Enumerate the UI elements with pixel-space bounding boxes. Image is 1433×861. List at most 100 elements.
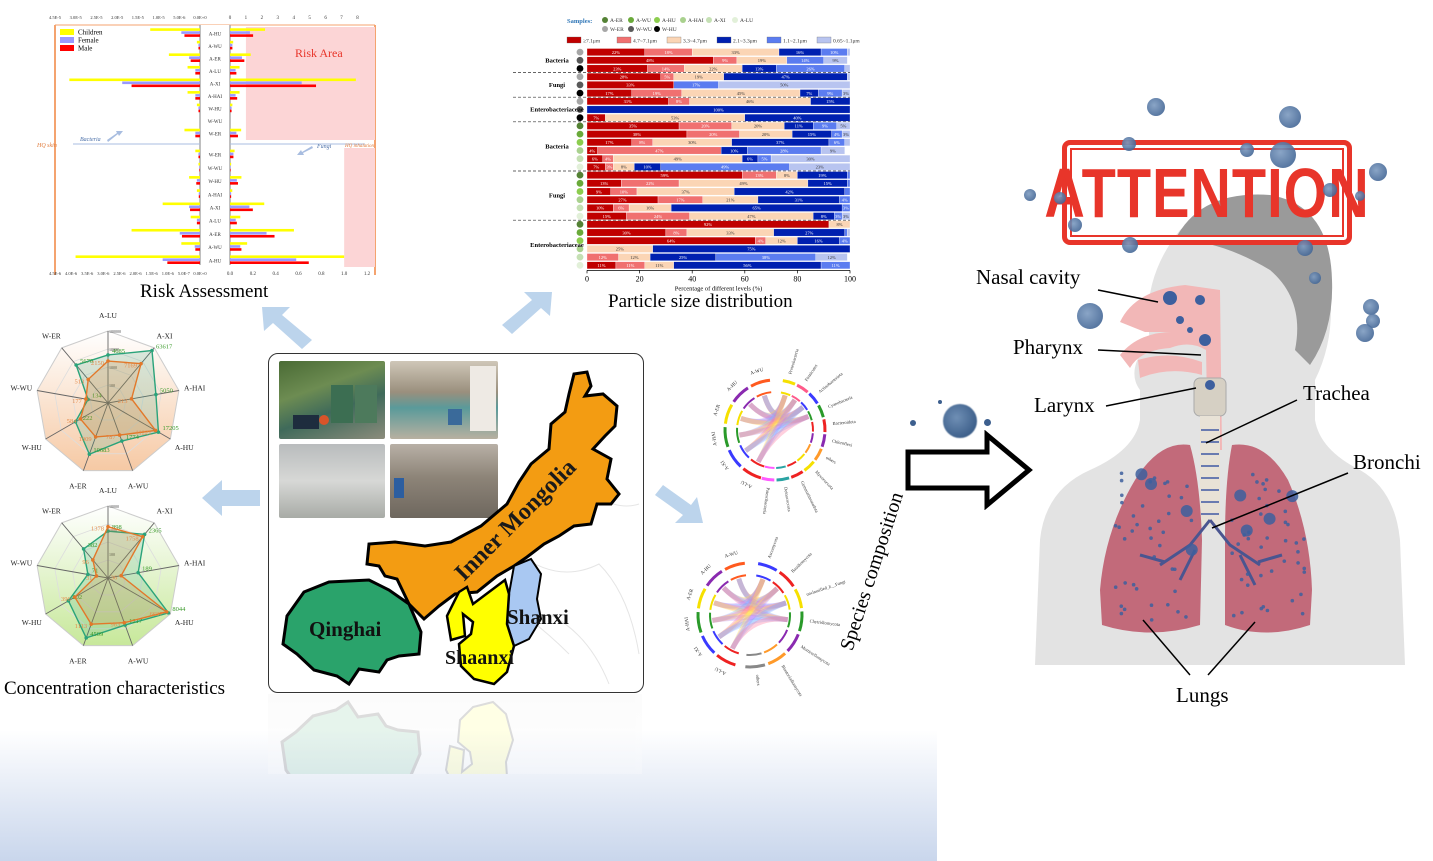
- airborne-particle-icon: [1297, 240, 1313, 256]
- radar-point: [142, 532, 147, 537]
- bar-inhalation-female: [230, 231, 267, 235]
- label-bronchi: Bronchi: [1353, 450, 1421, 474]
- chord-taxon-label: unclassified_k__Fungi: [806, 579, 847, 597]
- radar-axis-label: A-LU: [99, 486, 117, 495]
- segment-label: 35%: [629, 124, 638, 129]
- sample-legend-label: A-XI: [714, 18, 726, 24]
- chord-taxon-inner-arc: [764, 465, 775, 469]
- shanxi-region: [505, 557, 543, 648]
- tick-label: 5: [308, 16, 311, 21]
- airborne-particle-icon: [1363, 299, 1379, 315]
- chord-ribbon: [712, 600, 787, 623]
- bar-inhalation-male: [230, 97, 238, 100]
- bar-skin-children: [196, 40, 200, 44]
- segment-label: 12%: [599, 255, 608, 260]
- bacteria-label: Bacteria: [80, 137, 101, 143]
- bar-skin-male: [190, 59, 200, 62]
- chord-sample-arc: [701, 635, 716, 654]
- chord-ribbon: [730, 586, 779, 650]
- radar-chart-top: A-LUA-XIA-HAIA-HUA-WUA-ERW-HUW-WUW-ER100…: [11, 311, 206, 491]
- tick-label: 2: [261, 16, 264, 21]
- size-legend-label: 4.7~7.1μm: [633, 39, 658, 45]
- bar-skin-children: [187, 91, 200, 94]
- sample-dot: [576, 73, 584, 81]
- bar-inhalation-female: [230, 68, 236, 72]
- bar-skin-female: [162, 258, 200, 261]
- lung-particle: [1236, 542, 1240, 546]
- radar-chart-bottom: A-LUA-XIA-HAIA-HUA-WUA-ERW-HUW-WUW-ER100…: [11, 486, 206, 666]
- tick-label: 4: [292, 16, 295, 21]
- lung-particle: [1117, 525, 1121, 529]
- bar-skin-children: [131, 228, 200, 232]
- size-legend-label: 1.1~2.1μm: [783, 39, 808, 45]
- radar-value-label: 6637: [150, 611, 164, 618]
- chord-ribbon: [761, 394, 810, 423]
- radar-value-label: 134: [92, 392, 103, 399]
- lung-particle: [1161, 530, 1166, 535]
- stacked-bar-segment: [839, 236, 851, 245]
- radar-value-label: 2150: [91, 360, 104, 367]
- radar-axis-label: A-XI: [157, 332, 173, 341]
- chord-sample-arc: [696, 611, 703, 634]
- tick-label: 1.0E-6: [162, 271, 175, 276]
- sample-dot: [576, 130, 584, 138]
- segment-label: 3%: [843, 206, 849, 211]
- radar-axis-label: A-HU: [175, 443, 194, 452]
- stacked-bar-segment: [847, 228, 851, 237]
- chord-sample-inner-arc: [736, 427, 741, 444]
- tick-label: 2.5E-5: [90, 15, 103, 20]
- radar-value-label: 963: [111, 622, 121, 629]
- bar-skin-female: [194, 245, 200, 248]
- chord-taxon-arc: [798, 611, 804, 632]
- lung-particle: [1170, 567, 1175, 571]
- chord-sample-label: A-XI: [694, 645, 704, 657]
- map-reflection: [268, 694, 642, 774]
- sample-dot: [576, 220, 584, 228]
- fungi-arrow-icon: [297, 146, 313, 155]
- radar-point: [153, 428, 158, 433]
- segment-label: 5%: [664, 75, 670, 80]
- segment-label: 12%: [630, 255, 639, 260]
- legend-label: Children: [78, 29, 103, 37]
- size-legend-label: 2.1~3.3μm: [733, 39, 758, 45]
- bar-skin-children: [69, 78, 200, 82]
- lung-particle: [1135, 522, 1139, 527]
- lung-particle: [1299, 592, 1303, 597]
- group-label: Fungi: [549, 82, 565, 89]
- chord-ribbon: [744, 394, 788, 453]
- tick-label: 3.0E-5: [70, 15, 83, 20]
- chord-sample-inner-arc: [724, 645, 740, 655]
- bar-skin-male: [184, 34, 200, 37]
- sample-legend-label: W-WU: [636, 27, 652, 33]
- size-legend-swatch: [766, 36, 782, 44]
- radar-value-label: 36: [111, 575, 118, 582]
- lung-particle: [1251, 472, 1255, 477]
- chord-taxon-inner-arc: [776, 465, 786, 469]
- segment-label: 20%: [754, 124, 763, 129]
- radar-spoke: [107, 402, 134, 471]
- particle-icon: [938, 400, 942, 404]
- sample-legend-dot: [680, 17, 686, 23]
- size-legend-swatch: [616, 36, 632, 44]
- segment-label: 19%: [758, 58, 767, 63]
- category-column: [200, 25, 230, 275]
- bar-inhalation-male: [230, 221, 237, 225]
- bar-inhalation-male: [230, 109, 232, 113]
- bar-inhalation-children: [230, 255, 345, 258]
- bar-inhalation-male: [230, 59, 245, 62]
- sample-dot: [576, 237, 584, 245]
- lung-particle: [1230, 551, 1234, 556]
- bar-skin-male: [199, 168, 200, 172]
- sample-legend-label: W-ER: [610, 27, 624, 33]
- bar-inhalation-male: [230, 234, 275, 238]
- stacked-bar-segment: [847, 179, 851, 188]
- airway-particle: [1163, 291, 1177, 305]
- segment-label: 10%: [620, 189, 629, 194]
- group-label: Fungi: [549, 193, 565, 200]
- province-map: Inner Mongolia Qinghai Shaanxi Shanxi: [281, 370, 621, 687]
- chord-taxon-label: Deinococcota: [783, 487, 792, 512]
- lung-particle: [1264, 478, 1269, 482]
- lung-particle: [1283, 520, 1288, 525]
- chord-sample-arc: [705, 569, 723, 587]
- chord-taxon-arc: [761, 476, 775, 482]
